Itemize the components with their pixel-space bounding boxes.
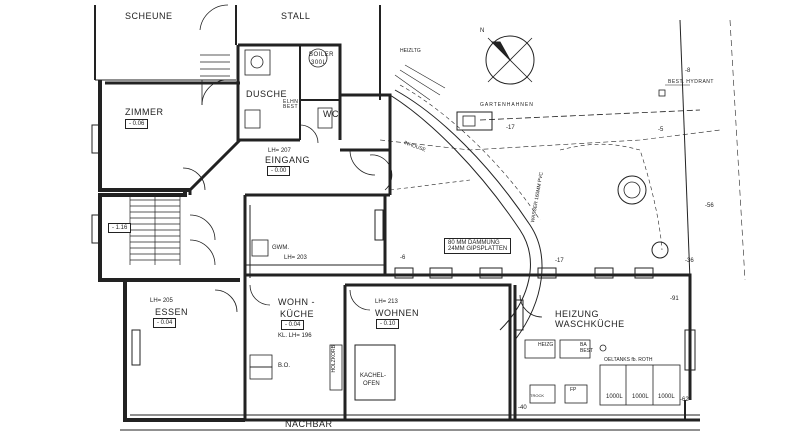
elev-7: -8 bbox=[685, 68, 691, 74]
elev-5: -62 bbox=[680, 397, 689, 403]
label-elhn-best: ELHN BEST bbox=[283, 99, 299, 110]
label-essen: ESSEN bbox=[155, 307, 189, 317]
label-holzkorb: HOLZKORB bbox=[331, 345, 337, 373]
level-eingang: - 0.00 bbox=[267, 166, 291, 176]
elev-9: -56 bbox=[705, 203, 714, 209]
height-wohnen: LH= 213 bbox=[375, 299, 398, 305]
level-stair: - 1.16 bbox=[108, 223, 132, 233]
label-heizung: HEIZUNG bbox=[555, 309, 599, 319]
daemmung-note: 80 MM DÄMMUNG 24MM GIPSPLATTEN bbox=[444, 238, 512, 254]
elev-1: -6 bbox=[400, 255, 406, 261]
north-marker: N bbox=[480, 28, 485, 34]
elev-6: -91 bbox=[670, 296, 679, 302]
label-best-hydrant: BEST. HYDRANT bbox=[668, 79, 714, 85]
height-flur: LH= 203 bbox=[284, 255, 307, 261]
label-boiler: BOILER bbox=[309, 52, 335, 58]
label-daemmung-1: 80 MM DÄMMUNG bbox=[448, 240, 500, 246]
label-heizg: HEIZG bbox=[538, 342, 554, 348]
label-zimmer: ZIMMER bbox=[125, 107, 164, 117]
label-tank-2: 1000L bbox=[632, 394, 649, 400]
label-fp: FP bbox=[570, 387, 577, 393]
label-boiler-size: 300L bbox=[311, 60, 327, 66]
label-kachelofen-1: KACHEL- bbox=[360, 373, 387, 379]
elev-4: -40 bbox=[518, 405, 527, 411]
height-wohnkueche: KL. LH= 196 bbox=[278, 333, 312, 339]
elev-3: -36 bbox=[685, 258, 694, 264]
label-scheune: SCHEUNE bbox=[125, 11, 173, 21]
label-eingang: EINGANG bbox=[265, 155, 311, 165]
label-wohnkueche-1: WOHN - bbox=[278, 297, 315, 307]
label-tank-3: 1000L bbox=[658, 394, 675, 400]
label-dusche: DUSCHE bbox=[246, 89, 288, 99]
label-bo: B.O. bbox=[278, 363, 291, 369]
level-essen: - 0.04 bbox=[153, 318, 177, 328]
label-wc: WC bbox=[323, 109, 339, 119]
elev-2: -17 bbox=[555, 258, 564, 264]
label-gartenhahnen: GARTENHAHNEN bbox=[480, 102, 534, 108]
label-wohnkueche-2: KÜCHE bbox=[280, 309, 315, 319]
label-nachbar: NACHBAR bbox=[285, 419, 333, 429]
label-trock: TROCK bbox=[530, 393, 544, 398]
height-eingang: LH= 207 bbox=[268, 148, 291, 154]
elev-10: -17 bbox=[506, 125, 515, 131]
label-stall: STALL bbox=[281, 11, 311, 21]
level-zimmer: - 0.06 bbox=[125, 119, 149, 129]
label-ba-best: BA BEST bbox=[580, 342, 594, 354]
label-kachelofen-2: OFEN bbox=[363, 381, 380, 387]
label-heizltg: HEIZLTG bbox=[400, 48, 421, 54]
level-wohnkueche: - 0.04 bbox=[281, 320, 305, 330]
label-waschkueche: WASCHKÜCHE bbox=[555, 319, 625, 329]
height-essen: LH= 205 bbox=[150, 298, 173, 304]
elev-8: -5 bbox=[658, 127, 664, 133]
label-tank-1: 1000L bbox=[606, 394, 623, 400]
label-oeltanks: OELTANKS fb. ROTH bbox=[604, 357, 653, 363]
label-wohnen: WOHNEN bbox=[375, 308, 419, 318]
level-wohnen: - 0.10 bbox=[376, 319, 400, 329]
label-daemmung-2: 24MM GIPSPLATTEN bbox=[448, 246, 508, 252]
label-gwm: GWM. bbox=[272, 245, 289, 251]
